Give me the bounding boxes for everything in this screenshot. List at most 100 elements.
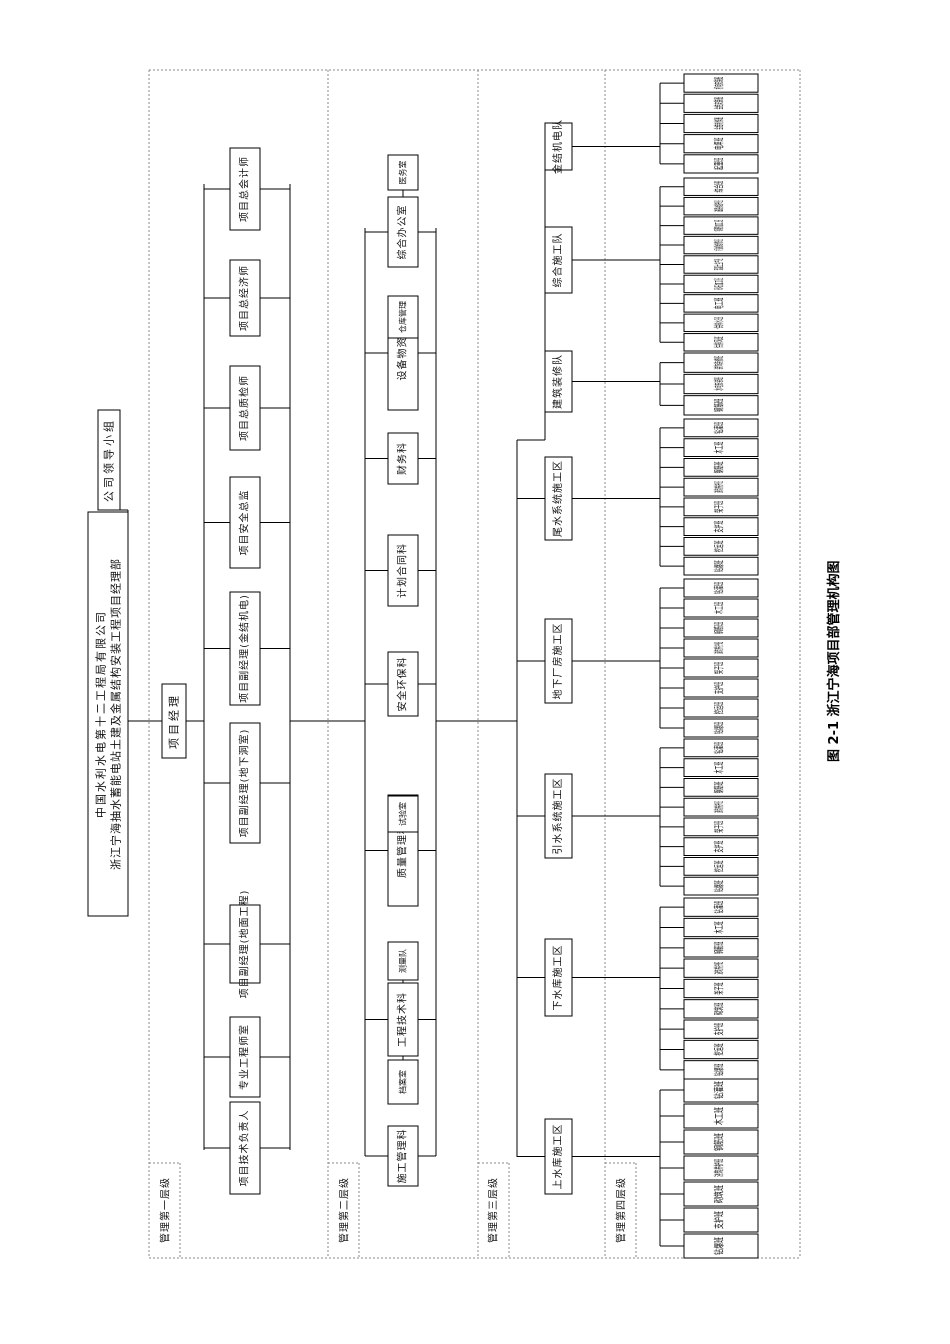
crew-box (683, 177, 759, 196)
level2-box (387, 982, 419, 1057)
level1-box-label: 项目安全总监 (238, 490, 251, 556)
crew-box (683, 837, 759, 856)
level2-box (387, 651, 419, 717)
crew-label: 金结制作班 (713, 117, 726, 129)
crew-label: 综合班 (713, 181, 726, 192)
level1-box (229, 147, 261, 231)
level2-box-label: 计划合同科 (396, 543, 409, 598)
crew-box (683, 938, 759, 958)
crew-label: 钻灌班 (713, 742, 726, 754)
level1-box-label: 项目副经理(地面工程) (238, 890, 251, 999)
crew-label: 挖运班 (713, 702, 726, 714)
level3-box-label: 上水库施工区 (551, 1124, 564, 1190)
crew-box (683, 477, 759, 497)
crew-label: 木工班 (714, 762, 726, 774)
level2-box (387, 1125, 419, 1187)
crew-box (683, 578, 759, 598)
crew-box (683, 196, 759, 216)
crew-box (683, 1181, 759, 1207)
crew-label: 浇筑养护班 (713, 962, 726, 974)
level2-box (387, 432, 419, 485)
crew-box (683, 598, 759, 618)
level1-box-label: 项目副经理(地下洞室) (238, 729, 251, 838)
level1-box (229, 259, 261, 337)
crew-label: 挖运班 (713, 1043, 726, 1055)
crew-box (683, 718, 759, 738)
crew-label: 钢筋班 (713, 942, 726, 954)
crew-label: 支护班 (713, 1211, 726, 1229)
level1-box (229, 1101, 261, 1195)
crew-box (683, 556, 759, 576)
crew-label: 起重班 (713, 158, 726, 170)
crew-box (683, 73, 759, 93)
level3-box (544, 938, 573, 1017)
crew-box (683, 216, 759, 235)
crew-label: 砌筑班 (713, 1003, 726, 1015)
crew-label: 砂石加工班 (713, 278, 726, 289)
crew-box (683, 1103, 759, 1129)
level3-box-label: 综合施工队 (551, 233, 564, 288)
level2-sub-label: 医务室 (398, 161, 408, 185)
crew-label: 钻爆班 (713, 1064, 726, 1076)
crew-box (683, 458, 759, 477)
level2-sub-box (387, 295, 419, 339)
level3-box (544, 456, 573, 541)
crew-box (683, 638, 759, 658)
crew-label: 钻灌班 (713, 901, 726, 913)
level2-sub-label: 仓库管理 (398, 301, 408, 333)
crew-box (683, 255, 759, 274)
crew-box (683, 738, 759, 758)
leader-group-box-label: 公司领导小组 (102, 418, 116, 502)
crew-box (683, 876, 759, 896)
crew-box (683, 958, 759, 978)
level1-box (229, 365, 261, 451)
project-department-name: 浙江宁海抽水蓄能电站土建及金属结构安装工程项目经理部 (109, 558, 123, 870)
level3-box-label: 引水系统施工区 (551, 778, 564, 855)
crew-label: 电焊班 (713, 138, 726, 150)
level1-box (229, 1016, 261, 1098)
crew-label: 支护班 (713, 682, 726, 694)
crew-box (683, 497, 759, 517)
crew-label: 浇筑养护班 (713, 642, 726, 654)
company-title-box (87, 511, 129, 917)
crew-label: 钻爆班 (713, 722, 726, 734)
crew-label: 钻灌班 (713, 422, 726, 434)
crew-box (683, 999, 759, 1019)
crew-label: 水电安装班 (713, 377, 726, 390)
level3-box-label: 尾水系统施工区 (551, 460, 564, 537)
level1-box-label: 项目总会计师 (238, 156, 251, 222)
level2-sub-box (387, 154, 419, 191)
level1-box (229, 476, 261, 569)
level1-box-label: 项目总经济师 (238, 265, 251, 331)
layer-label-3: 管理第三层级 (487, 1177, 500, 1243)
crew-label: 支护班 (713, 521, 726, 533)
crew-label: 支护班 (713, 841, 726, 853)
crew-box (683, 1233, 759, 1259)
level2-sub-box (387, 795, 419, 833)
crew-box (683, 978, 759, 999)
crew-box (683, 333, 759, 352)
layer-label-2: 管理第二层级 (338, 1177, 351, 1243)
crew-label: 金结安装班 (713, 97, 726, 109)
crew-box (683, 857, 759, 876)
level2-sub-label: 测量队 (398, 949, 408, 973)
crew-box (683, 154, 759, 174)
crew-box (683, 618, 759, 638)
crew-label: 钢筋加工班 (713, 220, 726, 231)
crew-box (683, 698, 759, 718)
figure-caption: 图 2-1 浙江宁海项目部管理机构图 (826, 560, 842, 762)
crew-box (683, 113, 759, 134)
crew-box (683, 438, 759, 457)
level2-sub-label: 档案室 (398, 1070, 408, 1094)
crew-box (683, 134, 759, 154)
level1-box-label: 项目技术负责人 (238, 1110, 251, 1187)
layer-label-4: 管理第四层级 (615, 1177, 628, 1243)
crew-label: 钻爆班 (713, 880, 726, 892)
level3-box-label: 地下厂房施工区 (551, 623, 564, 700)
crew-label: 架子班 (714, 501, 726, 513)
crew-label: 钢筋班 (713, 782, 726, 794)
crew-label: 浇筑养护班 (713, 481, 726, 493)
crew-box (683, 418, 759, 438)
